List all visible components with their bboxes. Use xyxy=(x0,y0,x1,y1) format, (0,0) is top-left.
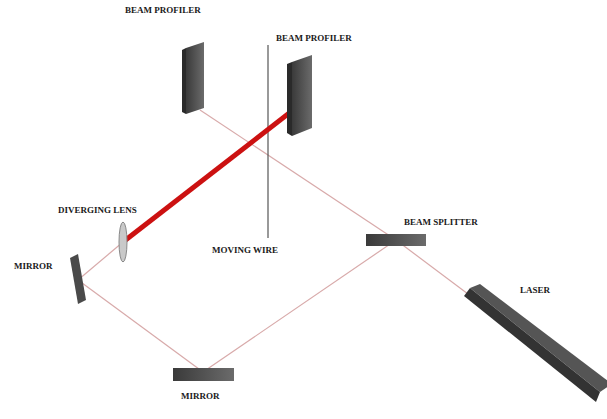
mirror xyxy=(173,368,234,381)
part-label: MOVING WIRE xyxy=(212,246,278,255)
mirror xyxy=(70,254,86,304)
part-label: MIRROR xyxy=(14,262,53,271)
part-label: MIRROR xyxy=(181,392,220,401)
moving-wire xyxy=(267,45,268,238)
part-label: BEAM PROFILER xyxy=(125,6,201,15)
part-label: LASER xyxy=(520,286,550,295)
part-label: BEAM PROFILER xyxy=(276,34,352,43)
beam-profiler xyxy=(182,42,204,114)
beam-path xyxy=(78,110,468,372)
beam-splitter xyxy=(366,234,426,246)
part-label: DIVERGING LENS xyxy=(58,206,137,215)
red-beam xyxy=(123,100,306,242)
part-label: BEAM SPLITTER xyxy=(404,218,478,227)
beam-profiler xyxy=(287,55,312,136)
laser xyxy=(464,284,607,402)
diverging-lens xyxy=(119,222,127,262)
